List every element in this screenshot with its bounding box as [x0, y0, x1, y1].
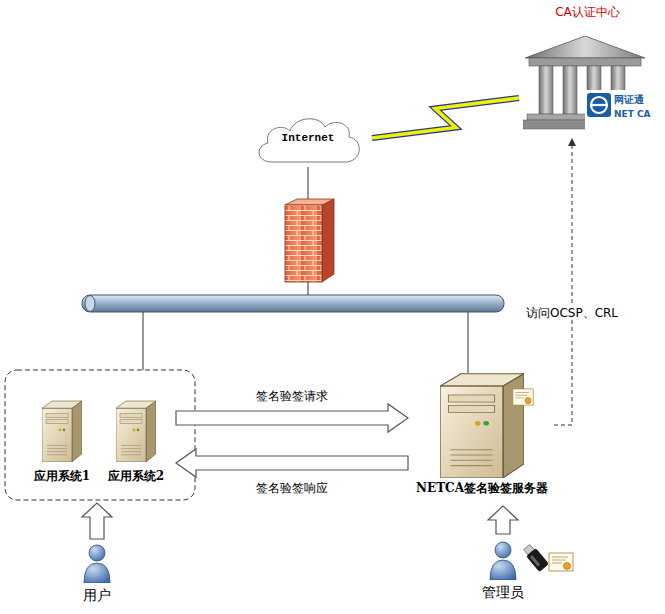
wire: [143, 311, 144, 370]
srv-icon: [116, 400, 156, 462]
lightning-core: [372, 98, 519, 138]
node-box: CA认证中心网证通 NET CA: [515, 6, 660, 132]
cert-icon: [548, 552, 574, 572]
node-label: 用户: [83, 587, 111, 603]
edge-label: 访问OCSP、CRL: [524, 306, 620, 320]
group-outline: [5, 370, 195, 500]
person-icon: [83, 543, 111, 583]
lightning-link: [372, 98, 519, 138]
node-label: 应用系统1: [34, 470, 90, 484]
arrow-head: [568, 138, 576, 146]
node-label: 网证通: [614, 94, 644, 106]
node-box: 应用系统2: [100, 396, 172, 490]
node-label: NETCA签名验签服务器: [416, 482, 548, 496]
node-box: 应用系统1: [26, 396, 98, 490]
node-label: Internet: [282, 132, 335, 145]
srv-icon: [42, 400, 82, 462]
node-box: 管理员: [470, 538, 582, 608]
node-box: Internet: [252, 112, 364, 168]
node-label: 应用系统2: [108, 470, 164, 484]
hollow-arrow: [176, 449, 408, 477]
wire: [468, 311, 469, 373]
hollow-arrow: [176, 404, 408, 432]
srv-icon: [440, 372, 524, 478]
hollow-arrow: [82, 503, 112, 539]
person-icon: [489, 540, 517, 580]
node-label: CA认证中心: [555, 6, 620, 20]
node-label: NET CA: [614, 109, 651, 119]
node-box: NETCA签名验签服务器: [412, 370, 552, 502]
network-bus: [82, 295, 504, 312]
usb-icon: [522, 542, 548, 572]
cert-icon: [512, 388, 534, 406]
edge-label: 签名验签响应: [254, 481, 330, 495]
node-label: 管理员: [482, 584, 524, 600]
edge-label: 签名验签请求: [254, 389, 330, 403]
node-box: 用户: [72, 543, 122, 607]
hollow-arrow: [488, 506, 518, 534]
firewall-icon: [285, 199, 334, 282]
dashed-connector: [554, 146, 572, 425]
